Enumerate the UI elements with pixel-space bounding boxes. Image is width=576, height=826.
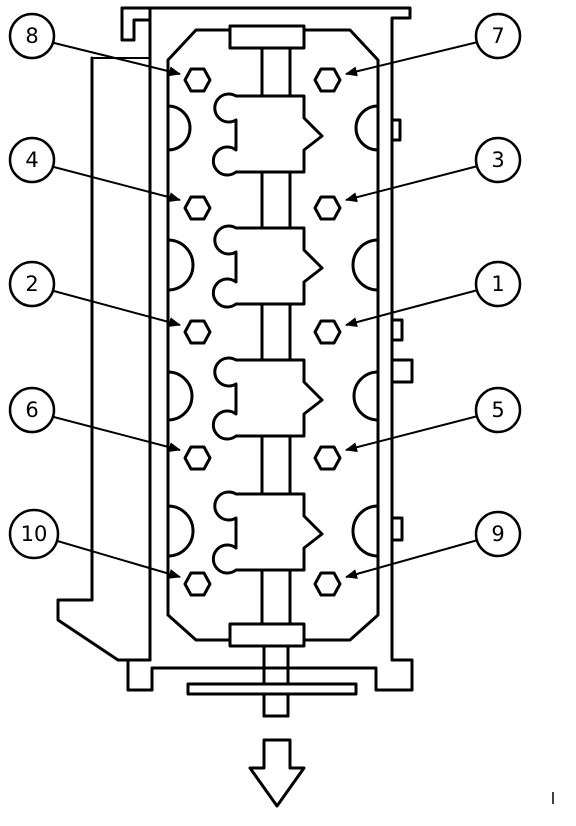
callout-3: 3: [474, 136, 522, 184]
leader-lines: [49, 41, 479, 579]
bolt-9: [313, 571, 342, 597]
bolt-10: [183, 571, 212, 597]
callout-6: 6: [8, 386, 56, 434]
callout-label: 6: [25, 398, 38, 422]
callout-label: 2: [25, 272, 38, 296]
bolt-1: [313, 319, 342, 345]
callout-4: 4: [8, 136, 56, 184]
bolt-3: [313, 195, 342, 221]
callout-1: 1: [474, 260, 522, 308]
bolt-2: [183, 319, 212, 345]
callout-5: 5: [474, 386, 522, 434]
callout-10: 10: [8, 508, 60, 560]
front-direction-arrow-icon: [248, 738, 306, 808]
head-outline: [56, 6, 414, 692]
callout-label: 8: [25, 24, 38, 48]
bolt-5: [313, 445, 342, 471]
bolt-4: [183, 195, 212, 221]
callout-7: 7: [474, 12, 522, 60]
bearing-caps: [211, 92, 324, 575]
callout-label: 9: [491, 522, 504, 546]
callout-2: 2: [8, 260, 56, 308]
callout-label: 7: [491, 24, 504, 48]
bolt-6: [183, 445, 212, 471]
bolt-7: [313, 67, 342, 93]
callout-label: 10: [21, 522, 48, 546]
bolts: [183, 67, 342, 597]
bolt-8: [183, 67, 212, 93]
callout-label: 3: [491, 148, 504, 172]
callout-label: 5: [491, 398, 504, 422]
callout-label: 4: [25, 148, 38, 172]
callout-9: 9: [474, 510, 522, 558]
callout-8: 8: [8, 12, 56, 60]
cover-outline: [166, 28, 380, 642]
callout-label: 1: [491, 272, 504, 296]
